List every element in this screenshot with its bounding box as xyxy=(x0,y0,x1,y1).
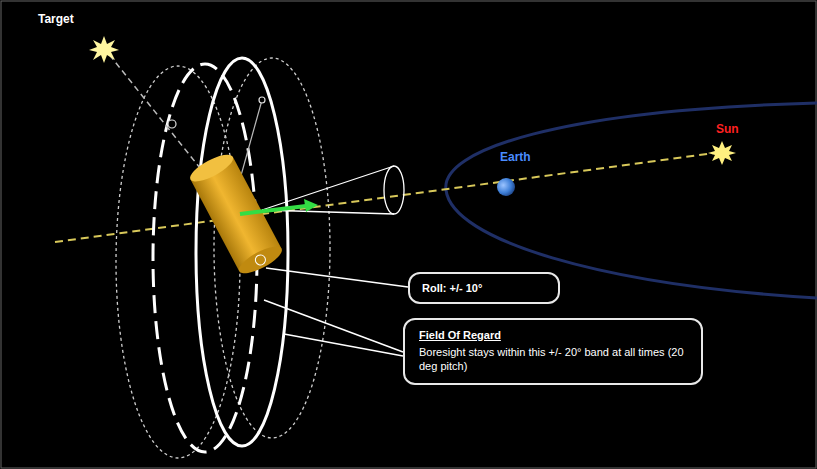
leader-line xyxy=(264,300,403,352)
boresight-cone xyxy=(262,166,394,214)
spacecraft xyxy=(187,150,286,278)
earth-orbit xyxy=(446,103,817,298)
sun-star xyxy=(708,141,736,165)
earth xyxy=(497,178,515,196)
leader-line xyxy=(284,334,403,356)
ring-marker xyxy=(259,97,265,103)
callout-box: Roll: +/- 10° xyxy=(408,272,560,304)
target-star xyxy=(89,36,119,63)
ring-dotted-left xyxy=(116,66,240,458)
boresight-arrow xyxy=(240,206,306,214)
target-label: Target xyxy=(38,12,74,26)
boresight-arrowhead xyxy=(304,199,318,212)
leader-line xyxy=(266,268,408,287)
callout-text: Boresight stays within this +/- 20° band… xyxy=(419,345,687,373)
callout-box: Field Of RegardBoresight stays within th… xyxy=(403,318,703,385)
callout-heading: Field Of Regard xyxy=(419,328,687,342)
ring-marker xyxy=(168,120,176,128)
earth-label: Earth xyxy=(500,150,531,164)
callout-text: Roll: +/- 10° xyxy=(422,281,546,295)
sun-label: Sun xyxy=(716,122,739,136)
cone-end xyxy=(384,166,404,214)
